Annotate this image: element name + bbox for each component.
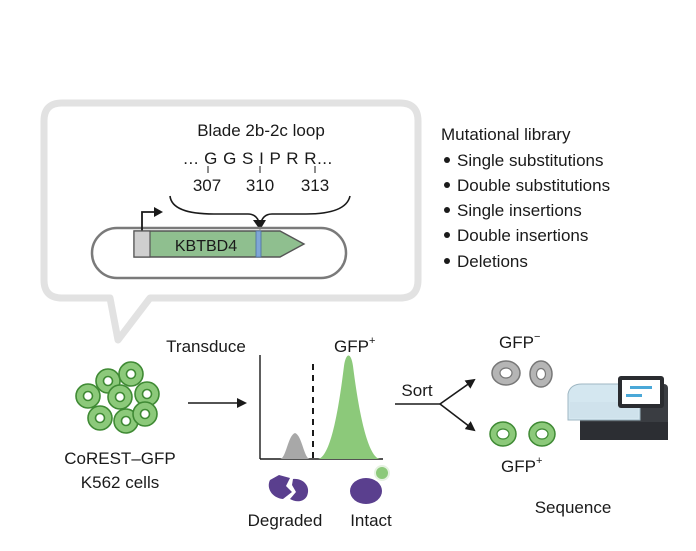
- gfp-positive-peak: [318, 355, 380, 459]
- position-ticks: [207, 166, 316, 173]
- position-310: 310: [246, 176, 274, 195]
- sequencer-icon: [567, 376, 668, 440]
- sort-label: Sort: [401, 381, 432, 400]
- facs-histogram: [259, 355, 383, 460]
- position-307: 307: [193, 176, 221, 195]
- cells-label-line2: K562 cells: [81, 473, 159, 492]
- bullet-icon: [444, 207, 450, 213]
- plasmid-grey-segment: [133, 230, 151, 258]
- intact-protein-icon: [350, 465, 390, 504]
- gfp-positive-cells-icon: [489, 421, 556, 447]
- plasmid-backbone: [90, 226, 348, 280]
- sequence-label: Sequence: [535, 498, 612, 517]
- gfp-negative-peak: [280, 433, 310, 459]
- callout-bubble: [40, 99, 422, 344]
- loop-title: Blade 2b-2c loop: [197, 121, 325, 140]
- library-item: Double substitutions: [457, 176, 610, 195]
- cells-label-line1: CoREST–GFP: [64, 449, 175, 468]
- degraded-label: Degraded: [248, 511, 323, 530]
- intact-label: Intact: [350, 511, 392, 530]
- bullet-icon: [444, 232, 450, 238]
- library-list: Single substitutions Double substitution…: [444, 151, 610, 271]
- transduce-label: Transduce: [166, 337, 246, 356]
- bullet-icon: [444, 157, 450, 163]
- position-313: 313: [301, 176, 329, 195]
- library-item: Deletions: [457, 252, 528, 271]
- library-item: Double insertions: [457, 226, 588, 245]
- gfp-negative-label: GFP−: [499, 331, 540, 352]
- loop-sequence: ... G G S I P R R...: [183, 149, 333, 168]
- gene-label: KBTBD4: [175, 238, 237, 255]
- gfp-positive-sorted-label: GFP+: [501, 455, 542, 476]
- promoter-arrowhead: [154, 207, 163, 217]
- degraded-protein-icon: [268, 475, 309, 502]
- bullet-icon: [444, 258, 450, 264]
- sort-arrow-positive: [439, 403, 476, 432]
- mutagenesis-site-marker: [255, 230, 262, 258]
- library-title: Mutational library: [441, 125, 571, 144]
- gfp-positive-label: GFP+: [334, 335, 375, 356]
- library-item: Single substitutions: [457, 151, 603, 170]
- k562-cell-cluster-icon: [75, 361, 160, 434]
- gfp-negative-cells-icon: [491, 360, 553, 388]
- mutational-library: Mutational library Single substitutions …: [441, 125, 610, 271]
- promoter-arrow: [141, 211, 156, 231]
- library-item: Single insertions: [457, 201, 582, 220]
- brace-arrowhead: [253, 220, 266, 230]
- bullet-icon: [444, 182, 450, 188]
- sort-arrow-negative: [439, 378, 476, 405]
